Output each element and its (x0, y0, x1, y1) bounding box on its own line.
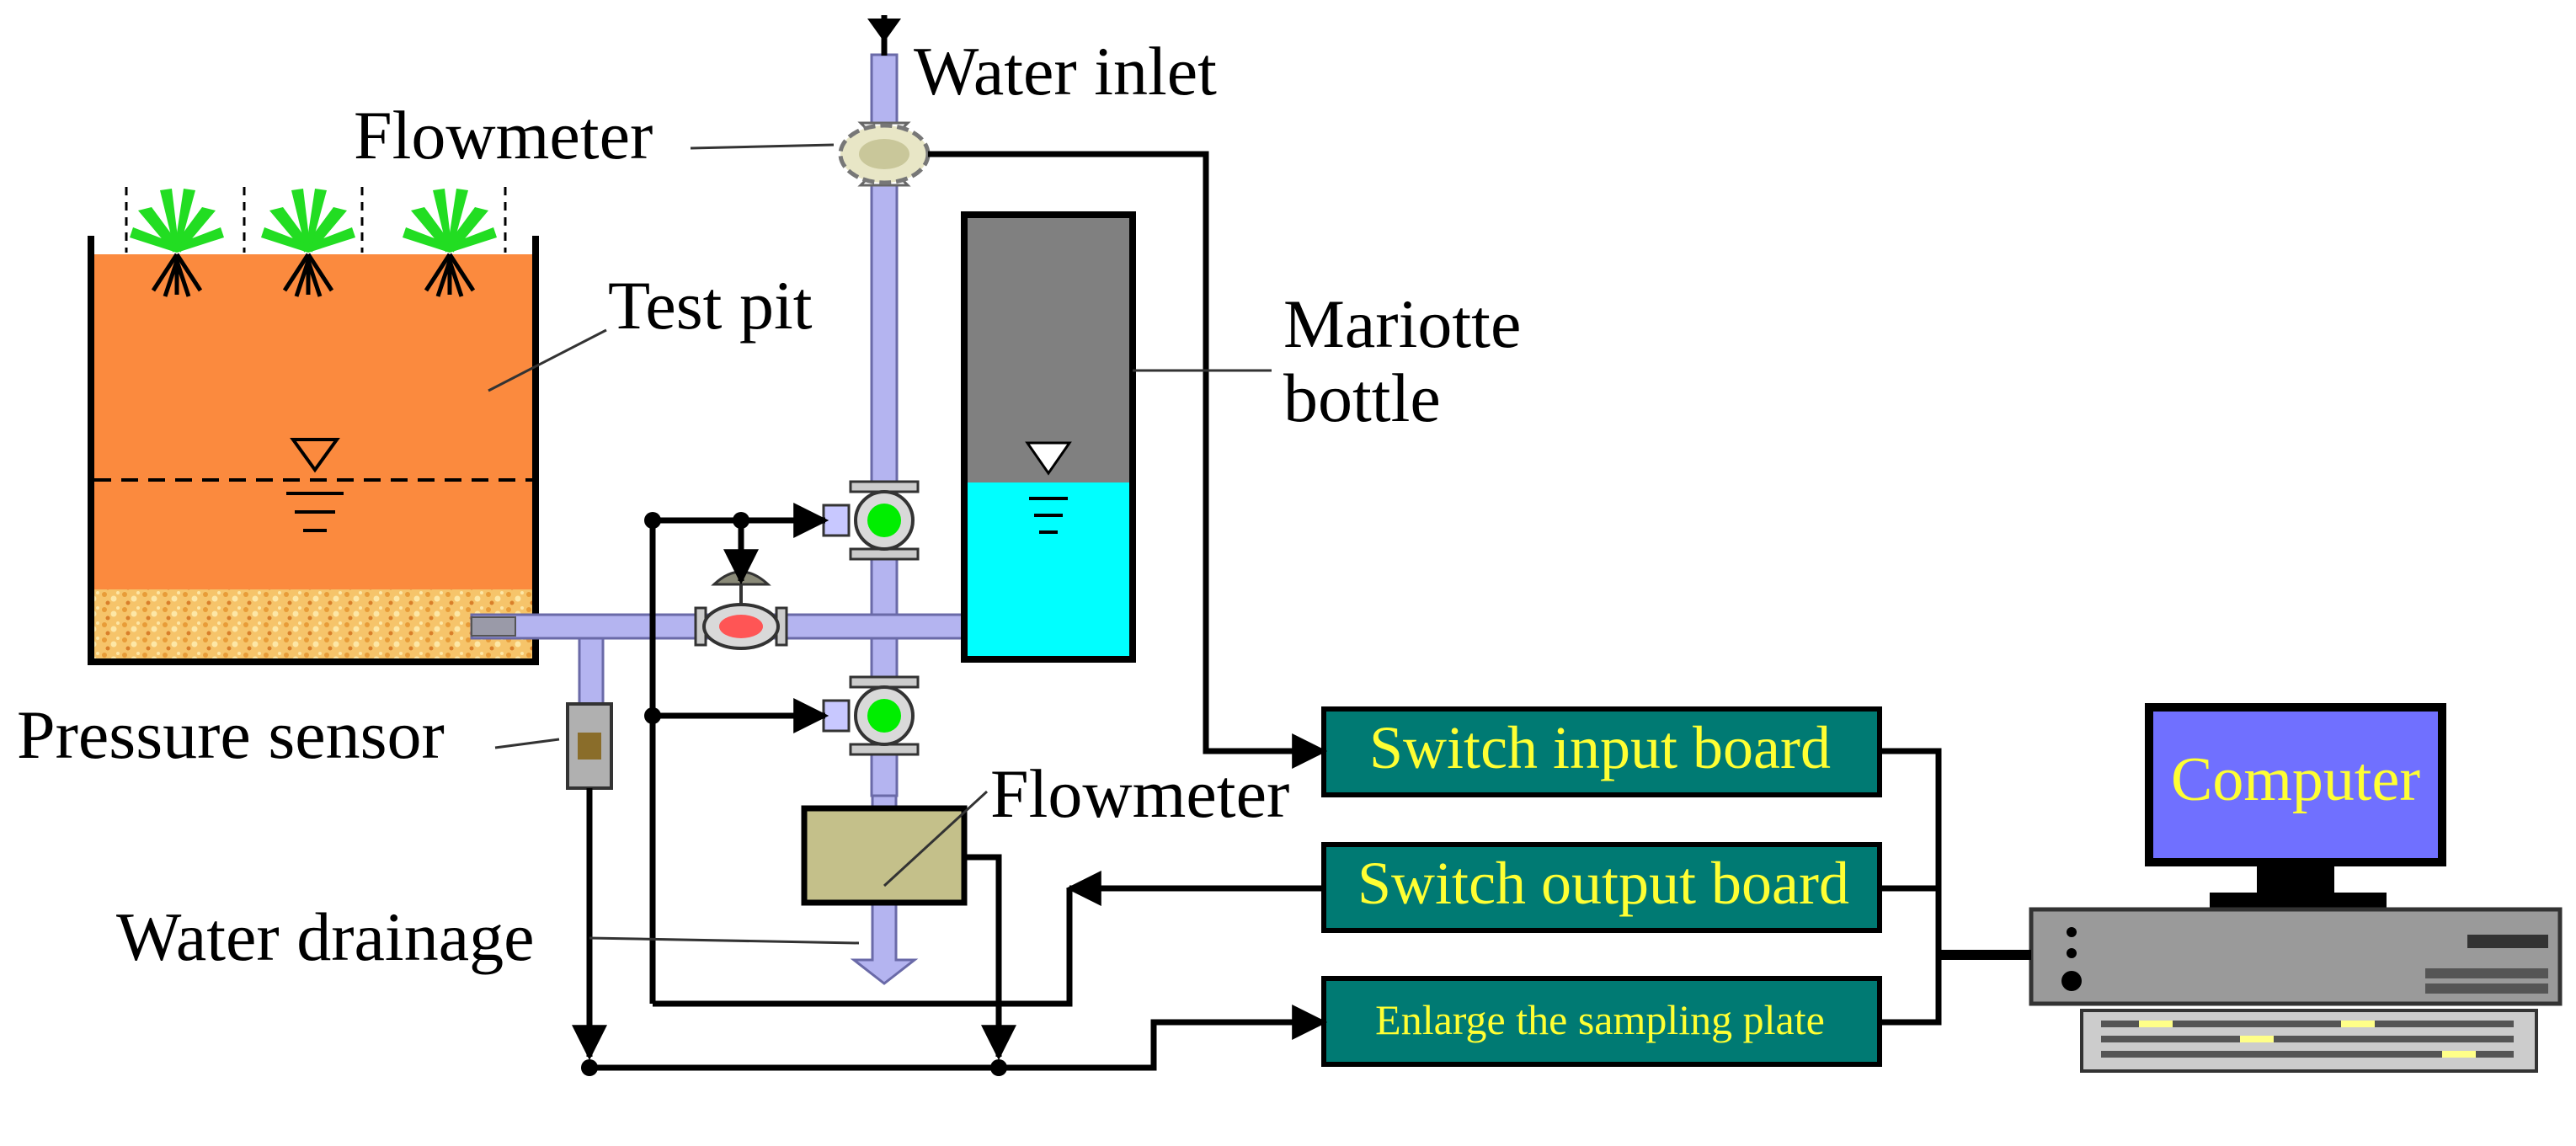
label-flowmeter-bottom: Flowmeter (990, 755, 1289, 832)
label-mariotte-line1: Mariotte (1283, 285, 1521, 362)
sampling-plate-board-label: Enlarge the sampling plate (1375, 996, 1825, 1043)
computer-label: Computer (2171, 745, 2420, 814)
label-water-drainage: Water drainage (116, 898, 534, 975)
valve-icon (822, 675, 920, 756)
switch-input-board: Switch input board (1321, 706, 1882, 797)
flowmeter-box (801, 805, 968, 906)
water-level-icon (286, 438, 344, 532)
bottle-water (964, 482, 1133, 659)
valve-icon (694, 570, 788, 650)
test-pit (88, 187, 539, 665)
bottle-air (964, 215, 1133, 482)
water-level-icon (1025, 441, 1072, 534)
plant-icon (261, 189, 355, 297)
mariotte-bottle (961, 211, 1136, 663)
gravel-layer (94, 589, 532, 658)
label-pressure-sensor: Pressure sensor (17, 696, 445, 773)
plant-icon (403, 189, 497, 297)
plant-icon (130, 189, 224, 297)
switch-input-board-label: Switch input board (1369, 714, 1831, 781)
sampling-plate-board: Enlarge the sampling plate (1321, 976, 1882, 1067)
label-mariotte-line2: bottle (1283, 360, 1441, 436)
signal-wires (572, 151, 2031, 1076)
label-water-inlet: Water inlet (914, 33, 1217, 109)
switch-output-board: Switch output board (1321, 842, 1882, 933)
switch-output-board-label: Switch output board (1357, 850, 1849, 917)
label-flowmeter-top: Flowmeter (354, 97, 653, 173)
valve-icon (822, 480, 920, 561)
label-test-pit: Test pit (608, 267, 813, 344)
computer-icon: Computer (2029, 703, 2563, 1073)
pressure-sensor-icon (566, 702, 613, 790)
leader-lines (488, 143, 1272, 945)
flowmeter-icon (838, 121, 931, 187)
